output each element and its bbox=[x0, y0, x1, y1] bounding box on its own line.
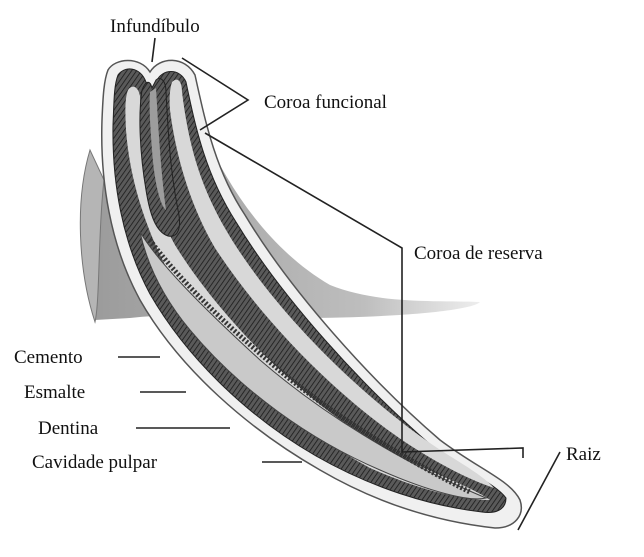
label-infundibulo: Infundíbulo bbox=[110, 16, 200, 37]
label-dentina: Dentina bbox=[38, 418, 99, 439]
label-raiz: Raiz bbox=[566, 444, 601, 465]
label-cavidade-pulpar: Cavidade pulpar bbox=[32, 452, 158, 473]
label-coroa-reserva: Coroa de reserva bbox=[414, 243, 543, 264]
leader-infundibulo bbox=[152, 38, 155, 62]
leader-raiz-2 bbox=[518, 452, 560, 530]
label-esmalte: Esmalte bbox=[24, 382, 85, 403]
label-coroa-funcional: Coroa funcional bbox=[264, 92, 387, 113]
label-cemento: Cemento bbox=[14, 347, 83, 368]
